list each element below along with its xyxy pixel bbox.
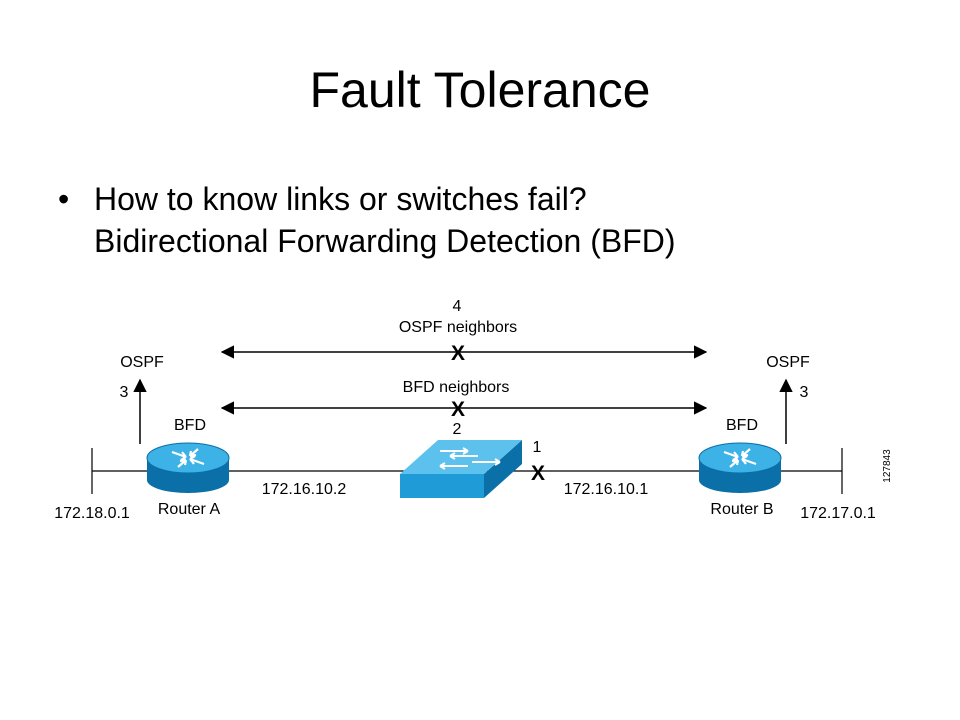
ospf-fail-mark: X bbox=[451, 342, 465, 365]
link-fail-mark: X bbox=[531, 462, 545, 485]
router-a-bfd-label: BFD bbox=[174, 417, 206, 434]
ospf-neighbors-label: OSPF neighbors bbox=[399, 319, 517, 336]
bullet-list: • How to know links or switches fail? Bi… bbox=[58, 178, 938, 262]
router-b-icon bbox=[698, 442, 782, 493]
step-1-label: 1 bbox=[533, 439, 542, 456]
step-3-left-label: 3 bbox=[120, 384, 129, 401]
step-4-label: 4 bbox=[453, 298, 462, 315]
bullet-line-2: Bidirectional Forwarding Detection (BFD) bbox=[94, 223, 676, 259]
router-b-lan-ip: 172.17.0.1 bbox=[800, 505, 876, 522]
router-b-ospf-label: OSPF bbox=[766, 354, 810, 371]
router-a-lan-ip: 172.18.0.1 bbox=[54, 505, 130, 522]
slide-title: Fault Tolerance bbox=[309, 62, 651, 118]
bullet-marker: • bbox=[58, 181, 70, 217]
bullet-line-1: How to know links or switches fail? bbox=[94, 181, 587, 217]
router-b-name: Router B bbox=[710, 501, 773, 518]
bfd-neighbors-label: BFD neighbors bbox=[403, 379, 510, 396]
router-a-ospf-label: OSPF bbox=[120, 354, 164, 371]
router-b-bfd-label: BFD bbox=[726, 417, 758, 434]
router-a-link-ip: 172.16.10.2 bbox=[262, 481, 347, 498]
figure-id: 127843 bbox=[882, 449, 893, 483]
switch-icon bbox=[400, 440, 522, 498]
bfd-fail-mark: X bbox=[451, 398, 465, 421]
bullet-item: • How to know links or switches fail? Bi… bbox=[58, 178, 938, 262]
router-a-name: Router A bbox=[158, 501, 221, 518]
router-a-icon bbox=[146, 442, 230, 493]
router-b-link-ip: 172.16.10.1 bbox=[564, 481, 649, 498]
step-2-label: 2 bbox=[453, 421, 462, 438]
step-3-right-label: 3 bbox=[800, 384, 809, 401]
